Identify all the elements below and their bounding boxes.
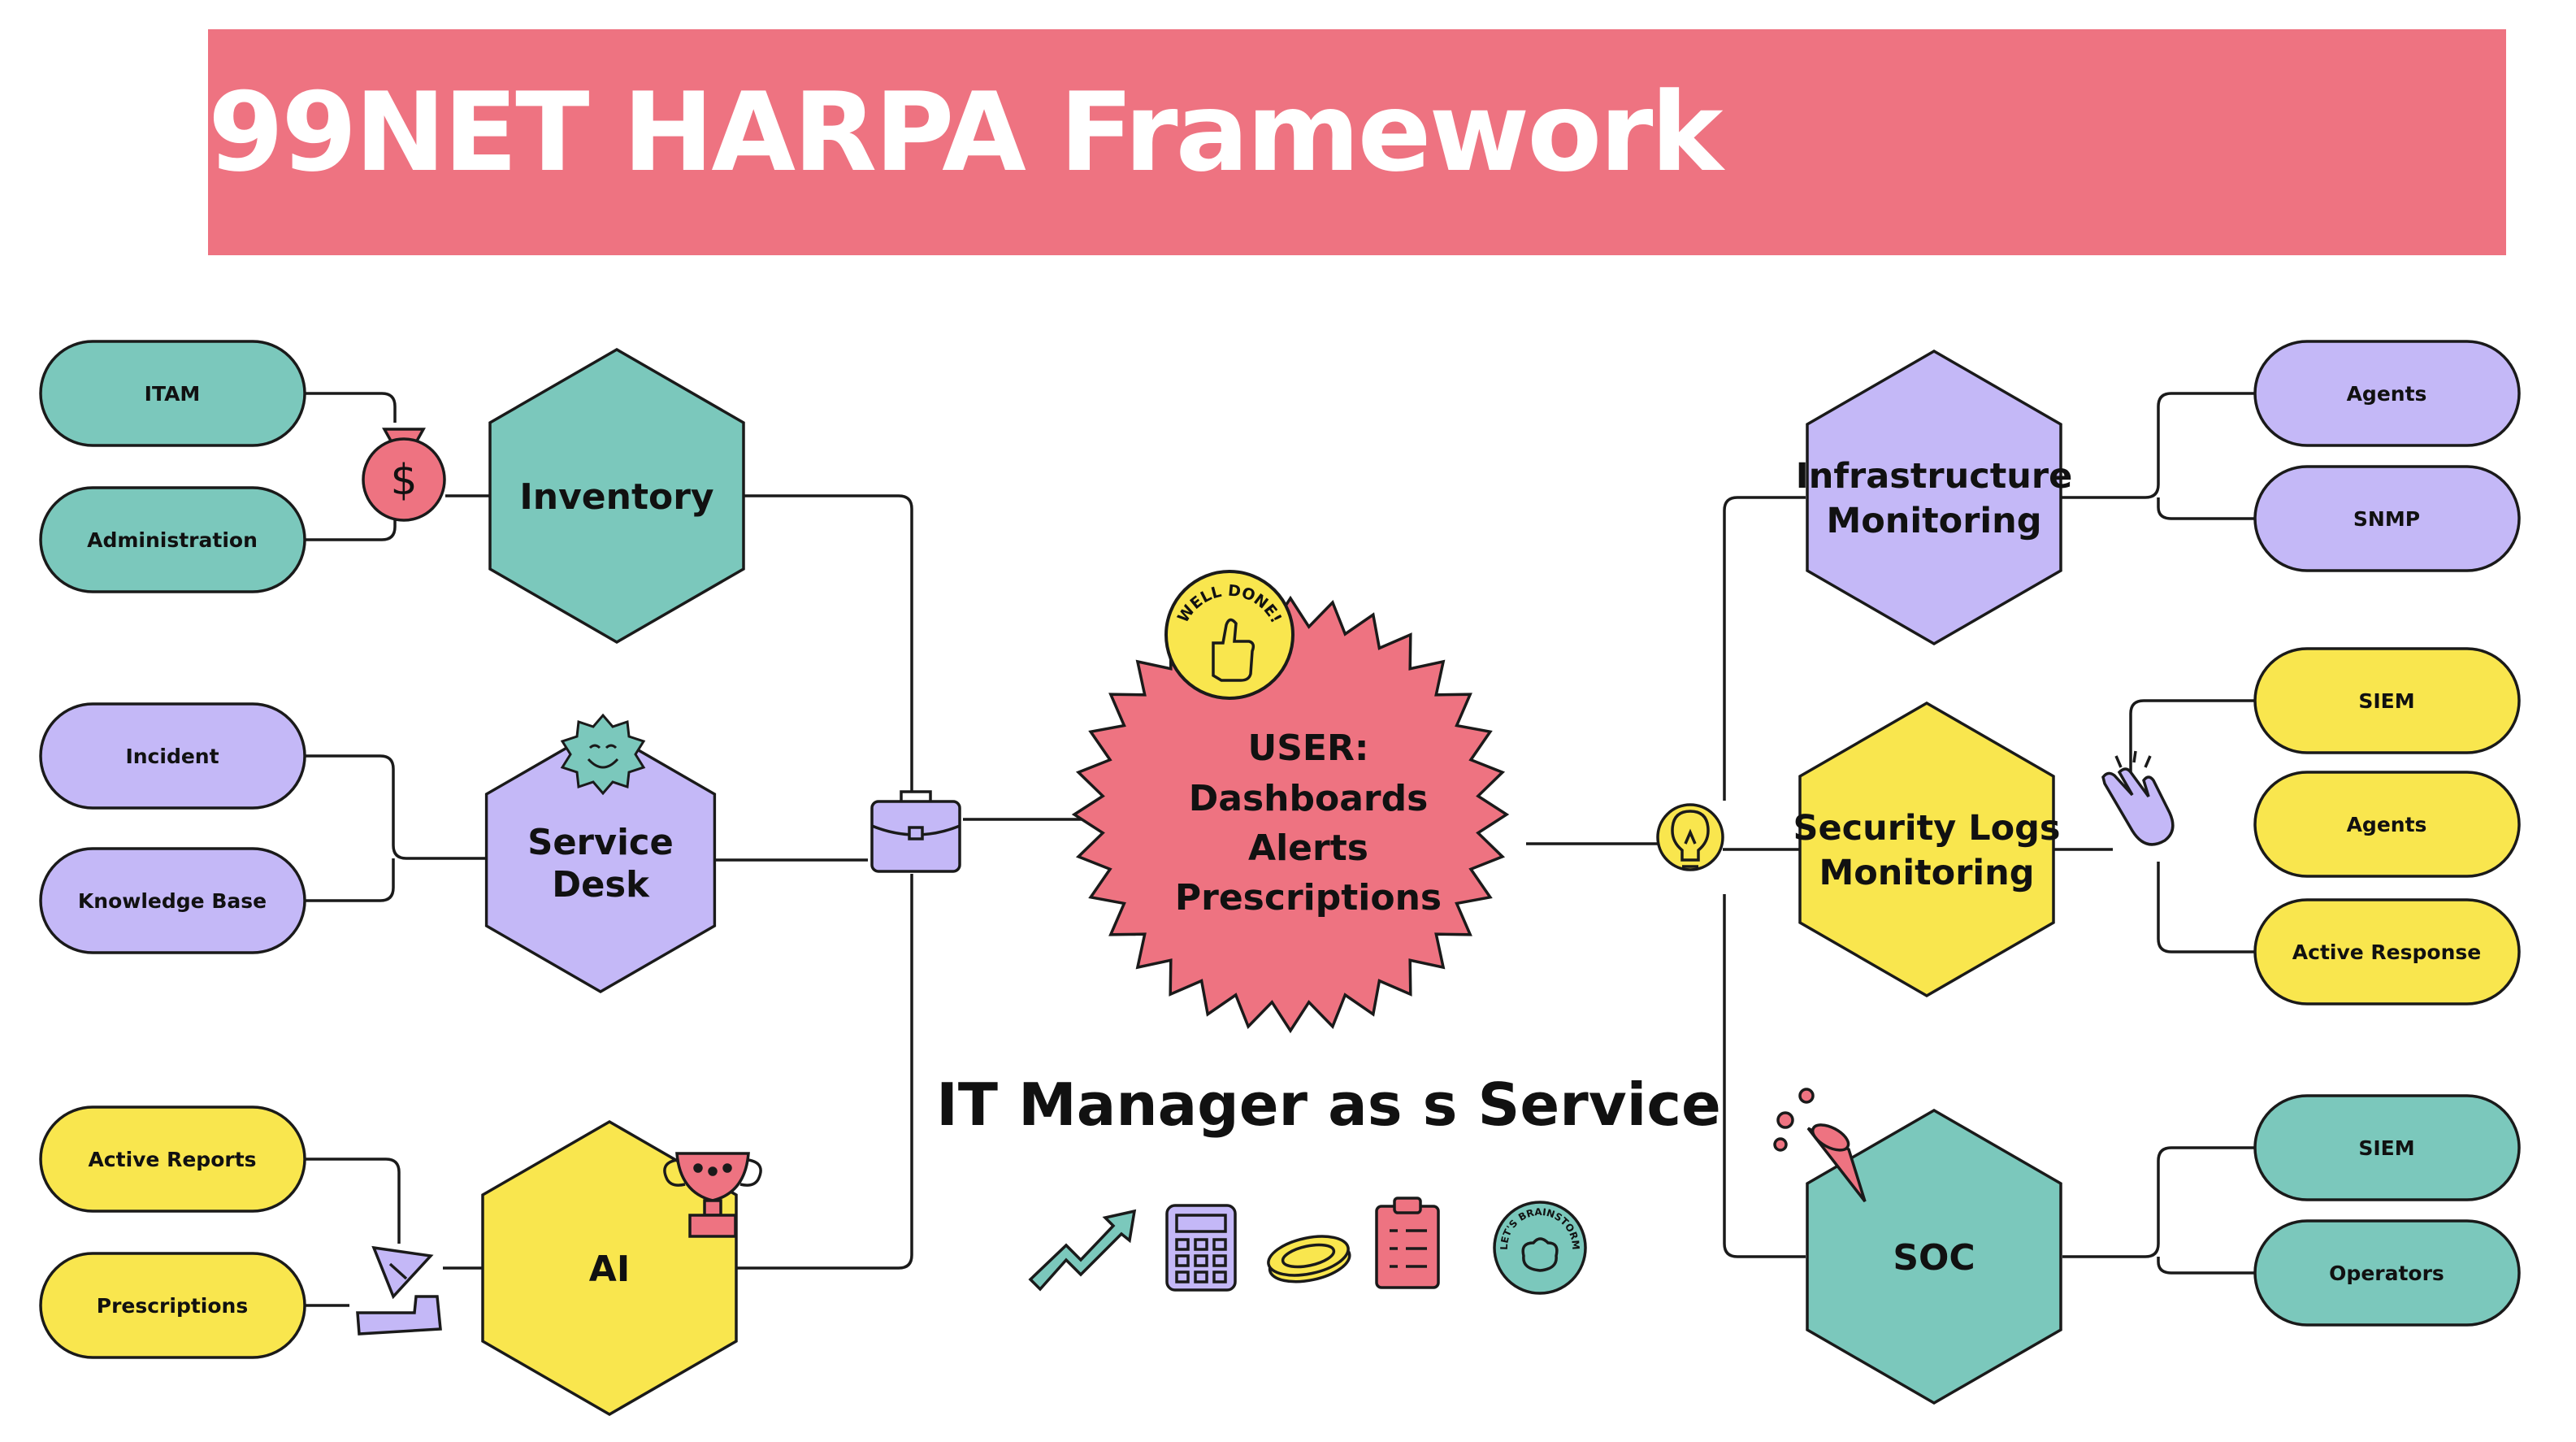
party-popper-icon xyxy=(1773,1088,1867,1203)
pill-snmp-label: SNMP xyxy=(2353,507,2420,531)
pill-soc-siem-label: SIEM xyxy=(2358,1136,2414,1160)
pill-infra-agents xyxy=(2253,340,2521,447)
center-line-4: Prescriptions xyxy=(1175,877,1442,919)
hex-inventory: Inventory xyxy=(488,348,745,644)
money-bag-icon: $ xyxy=(362,428,446,522)
coin-icon xyxy=(1267,1235,1351,1283)
lightbulb-icon xyxy=(1656,803,1724,871)
hex-soc-label: SOC xyxy=(1893,1237,1975,1279)
sun-smile-icon xyxy=(560,713,646,796)
connector-trunk-infra xyxy=(1723,496,1806,801)
hex-infra-label-2: Monitoring xyxy=(1826,501,2041,541)
pill-incident xyxy=(39,702,306,810)
connector-ai-trunk xyxy=(728,874,913,1270)
pill-knowledge-base xyxy=(39,847,306,954)
connector-itam xyxy=(305,392,397,423)
hex-service-desk-label-2: Desk xyxy=(552,865,650,906)
pill-active-reports xyxy=(39,1105,306,1213)
connector-infra-pills xyxy=(2059,392,2261,520)
hex-infra-label-1: Infrastructure xyxy=(1796,456,2073,497)
pill-sec-agents xyxy=(2253,771,2521,878)
pill-prescriptions xyxy=(39,1252,306,1359)
pill-soc-siem xyxy=(2253,1094,2521,1201)
well-done-badge-icon: WELL DONE! xyxy=(1164,570,1295,700)
center-starburst xyxy=(1071,595,1510,1034)
pill-sec-siem-label: SIEM xyxy=(2358,689,2414,713)
pill-prescriptions-label: Prescriptions xyxy=(97,1294,248,1318)
title-banner xyxy=(208,29,2506,255)
center-line-3: Alerts xyxy=(1248,827,1368,869)
pill-active-reports-label: Active Reports xyxy=(88,1148,256,1171)
pill-labels: ITAM Administration Incident Knowledge B… xyxy=(78,382,2481,1318)
hex-soc: SOC xyxy=(1806,1109,2062,1405)
center-line-2: Dashboards xyxy=(1189,778,1429,819)
connector-soc-pills xyxy=(2062,1146,2261,1275)
pill-sec-siem xyxy=(2253,647,2521,754)
pill-operators xyxy=(2253,1219,2521,1327)
paper-plane-icon xyxy=(356,1245,442,1336)
hex-inventory-label: Inventory xyxy=(519,476,713,518)
hex-ai-label: AI xyxy=(589,1249,630,1290)
pill-snmp xyxy=(2253,465,2521,572)
pill-sec-agents-label: Agents xyxy=(2347,813,2427,836)
connector-inventory-trunk xyxy=(743,494,913,793)
subtitle: IT Manager as s Service xyxy=(936,1071,1721,1139)
pill-active-response-label: Active Response xyxy=(2292,940,2481,964)
connector-active-reports xyxy=(305,1158,401,1244)
connector-administration xyxy=(305,512,397,541)
center-line-1: USER: xyxy=(1248,728,1369,769)
trend-arrow-icon xyxy=(1028,1209,1137,1292)
center-node: USER: Dashboards Alerts Prescriptions xyxy=(1071,595,1510,1034)
pill-knowledge-base-label: Knowledge Base xyxy=(78,889,267,913)
hex-security-logs-monitoring: Security Logs Monitoring xyxy=(1793,701,2061,997)
pill-itam xyxy=(39,340,306,447)
page-title: 99NET HARPA Framework xyxy=(208,69,1724,196)
pill-active-response xyxy=(2253,898,2521,1005)
hex-service-desk: Service Desk xyxy=(484,727,717,993)
briefcase-icon xyxy=(870,790,961,873)
connector-knowledge-base xyxy=(305,858,395,902)
clipboard-icon xyxy=(1375,1197,1440,1289)
pill-administration xyxy=(39,486,306,593)
connector-incident xyxy=(305,754,486,860)
pill-infra-agents-label: Agents xyxy=(2347,382,2427,406)
hex-security-label-1: Security Logs xyxy=(1793,808,2060,849)
connector-trunk-soc xyxy=(1723,894,1806,1258)
trophy-icon xyxy=(663,1152,762,1238)
connector-security-pills xyxy=(2054,699,2261,953)
pills xyxy=(39,340,2521,1359)
clapping-hands-icon xyxy=(2101,750,2175,846)
hex-infrastructure-monitoring: Infrastructure Monitoring xyxy=(1796,350,2073,645)
pill-incident-label: Incident xyxy=(125,745,219,768)
connectors xyxy=(305,392,2261,1307)
pill-operators-label: Operators xyxy=(2329,1262,2444,1285)
hex-security-label-2: Monitoring xyxy=(1819,853,2034,893)
brainstorm-sticker-icon: LET'S BRAINSTORM xyxy=(1493,1201,1587,1295)
svg-text:$: $ xyxy=(390,456,417,505)
pill-administration-label: Administration xyxy=(87,528,258,552)
pill-itam-label: ITAM xyxy=(145,382,201,406)
calculator-icon xyxy=(1165,1204,1237,1292)
hex-service-desk-label-1: Service xyxy=(527,823,674,863)
hex-ai: AI xyxy=(481,1120,738,1416)
